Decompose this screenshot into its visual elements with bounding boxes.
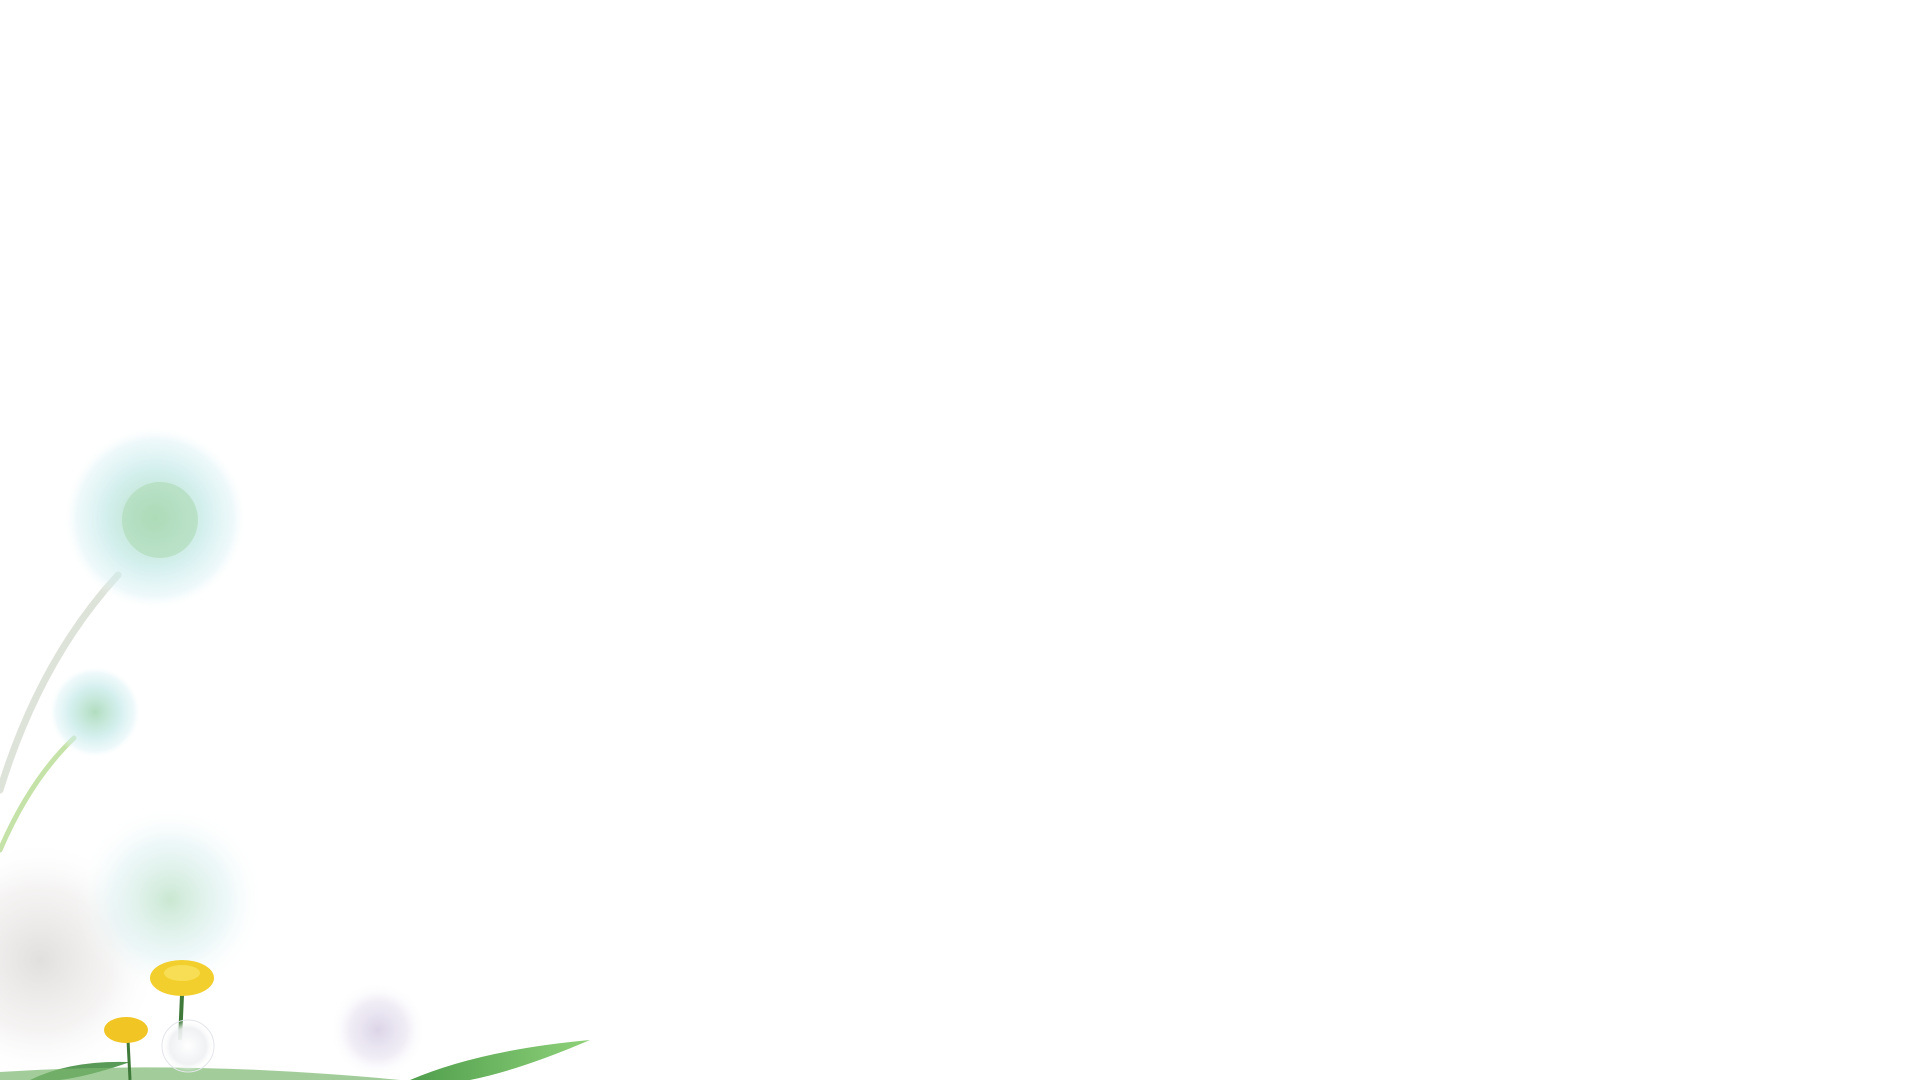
- yellow-flower-large: [150, 960, 214, 996]
- dandelion-puff-large: [63, 426, 247, 610]
- yellow-flower-small-stem: [126, 1039, 132, 1080]
- dandelion-puff-large-core: [122, 482, 198, 558]
- leaf-small: [30, 1061, 130, 1080]
- dandelion-stem-large: [0, 571, 122, 794]
- dandelion-puff-small: [49, 666, 141, 758]
- white-puff: [161, 1019, 215, 1073]
- dandelion-stem-small: [0, 735, 77, 853]
- lavender-puff: [330, 982, 426, 1078]
- leaf-long: [410, 1040, 590, 1080]
- blurred-petal: [0, 840, 160, 1080]
- blurred-fluff: [75, 805, 265, 995]
- yellow-flower-small: [104, 1017, 148, 1043]
- yellow-flower-large-center: [164, 965, 200, 981]
- yellow-flower-stem: [178, 994, 184, 1041]
- grass-base: [0, 1067, 400, 1080]
